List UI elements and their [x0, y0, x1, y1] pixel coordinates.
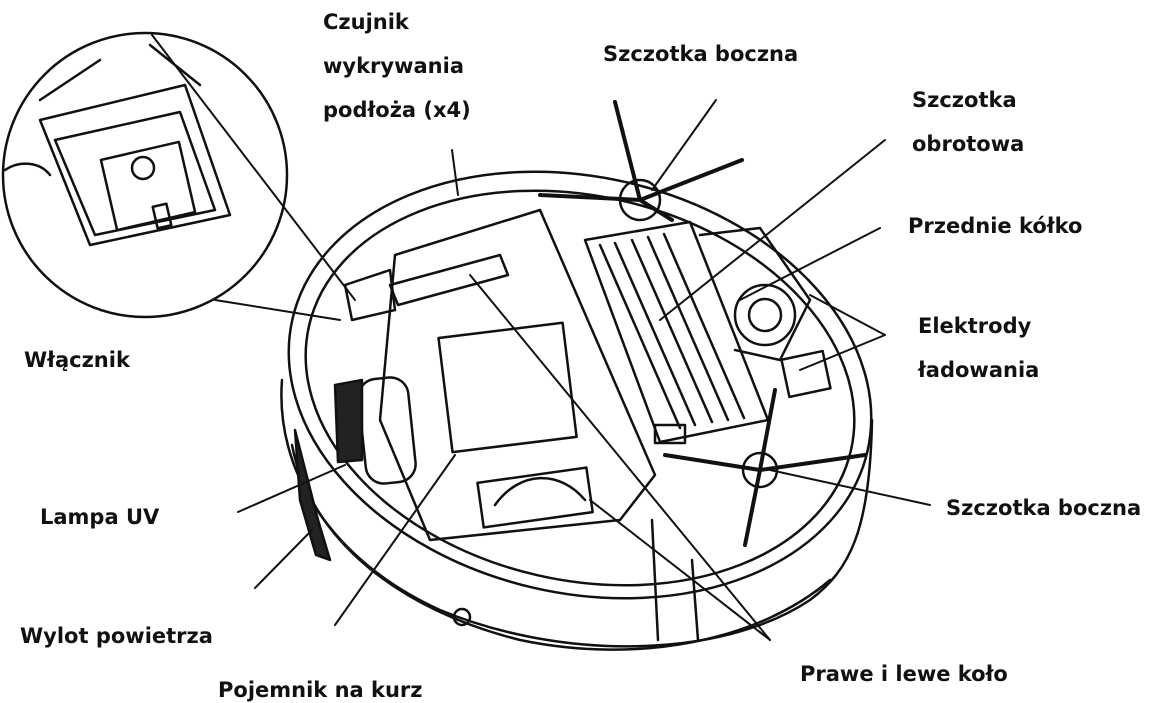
leader-side-brush-top [652, 100, 716, 190]
label-side-brush-bottom: Szczotka boczna [946, 498, 1141, 519]
leader-floor-sensor [452, 150, 458, 195]
uv-lamp-grille [335, 380, 362, 462]
label-front-wheel: Przednie kółko [908, 216, 1082, 237]
leader-electrodes-1 [810, 295, 885, 335]
leader-air-outlet [255, 530, 312, 588]
label-floor-sensor-line2: wykrywania [323, 44, 471, 88]
label-electrodes-line1: Elektrody [918, 304, 1039, 348]
switch-connector-bar [390, 255, 508, 305]
power-switch-icon [5, 45, 230, 245]
leader-side-brush-bottom [770, 470, 930, 505]
label-power-switch: Włącznik [24, 350, 130, 371]
robot-bottom-edge [292, 445, 830, 650]
label-rotary-brush-line1: Szczotka [912, 78, 1024, 122]
label-floor-sensor-line3: podłoża (x4) [323, 88, 471, 132]
leader-wheels-1 [590, 500, 770, 640]
label-floor-sensor-line1: Czujnik [323, 0, 471, 44]
label-air-outlet: Wylot powietrza [20, 626, 213, 647]
leader-uv-lamp [238, 465, 345, 512]
switch-zoom-circle [3, 33, 287, 317]
label-dust-bin: Pojemnik na kurz [218, 680, 423, 701]
front-caster-inner [749, 299, 781, 331]
cover-window [439, 323, 577, 452]
dust-bin-teeth [495, 478, 585, 505]
floor-sensor-block [345, 270, 395, 320]
label-side-brush-top: Szczotka boczna [603, 44, 798, 65]
label-rotary-brush: Szczotka obrotowa [912, 78, 1024, 166]
uv-lamp-strip [357, 376, 418, 486]
label-wheels: Prawe i lewe koło [800, 664, 1008, 685]
main-cover [380, 210, 655, 540]
label-uv-lamp: Lampa UV [40, 507, 159, 528]
air-outlet-grille [295, 430, 330, 560]
dust-bin-grid [477, 468, 592, 528]
label-electrodes-line2: ładowania [918, 348, 1039, 392]
charging-electrode-pad [782, 351, 831, 397]
label-rotary-brush-line2: obrotowa [912, 122, 1024, 166]
side-brush-top-bristles [540, 102, 742, 220]
label-charging-electrodes: Elektrody ładowania [918, 304, 1039, 392]
front-caster-frame [700, 228, 810, 360]
label-floor-sensor: Czujnik wykrywania podłoża (x4) [323, 0, 471, 132]
front-caster-outer [735, 285, 795, 345]
